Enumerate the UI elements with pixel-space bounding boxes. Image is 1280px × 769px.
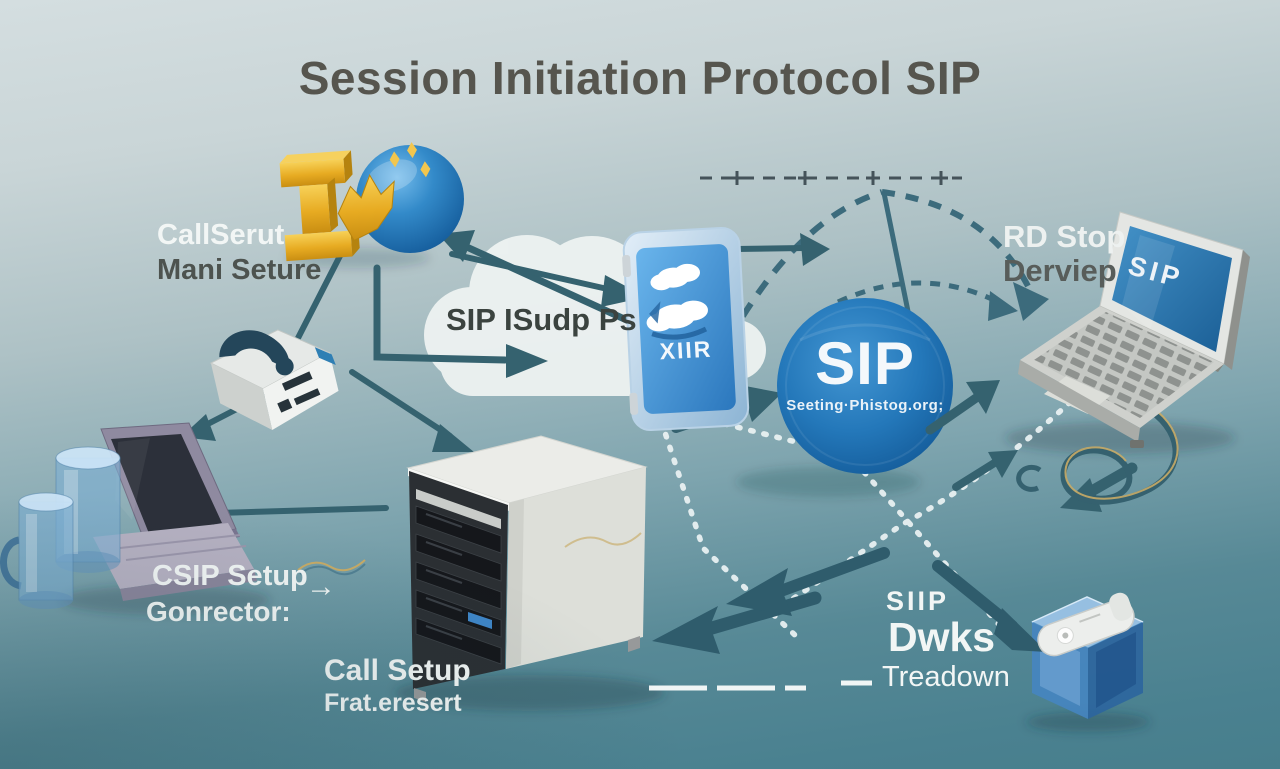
arrow-gold-to-cloud [373,264,548,378]
globe-icon [356,145,464,253]
smartphone-icon [622,227,750,431]
arrow-small-up-right [952,450,1018,491]
server-icon [406,435,648,702]
white-dash-rule [649,680,872,691]
dashed-arc-left [690,189,883,414]
dashed-arc-under-badge [836,280,1018,321]
arrow-into-cube [932,560,1047,652]
arrow-badge-to-laptop [925,380,1000,435]
laptop-left-icon [93,422,257,601]
sip-badge [777,298,953,474]
scribble-doodles [297,532,642,576]
phone-cloud-glyphs [646,263,708,332]
gold-figure-icon [279,142,431,262]
glass-cylinder-icon-2 [0,492,74,609]
line-gold-to-deskphone [294,247,346,343]
dashed-route-line [700,171,962,185]
desk-phone-icon [209,329,339,431]
dashed-arc-right [881,189,1049,321]
teardown-arrows [652,547,890,654]
arrow-phone-to-peak [733,233,830,266]
object-shadows [60,248,1235,732]
arrow-teardown-1 [652,591,822,654]
cube-handset-icon [1037,592,1135,657]
laptop-right-icon [1018,211,1250,448]
arrow-teardown-2 [726,547,890,616]
arrow-deskphone-to-server [349,369,474,452]
